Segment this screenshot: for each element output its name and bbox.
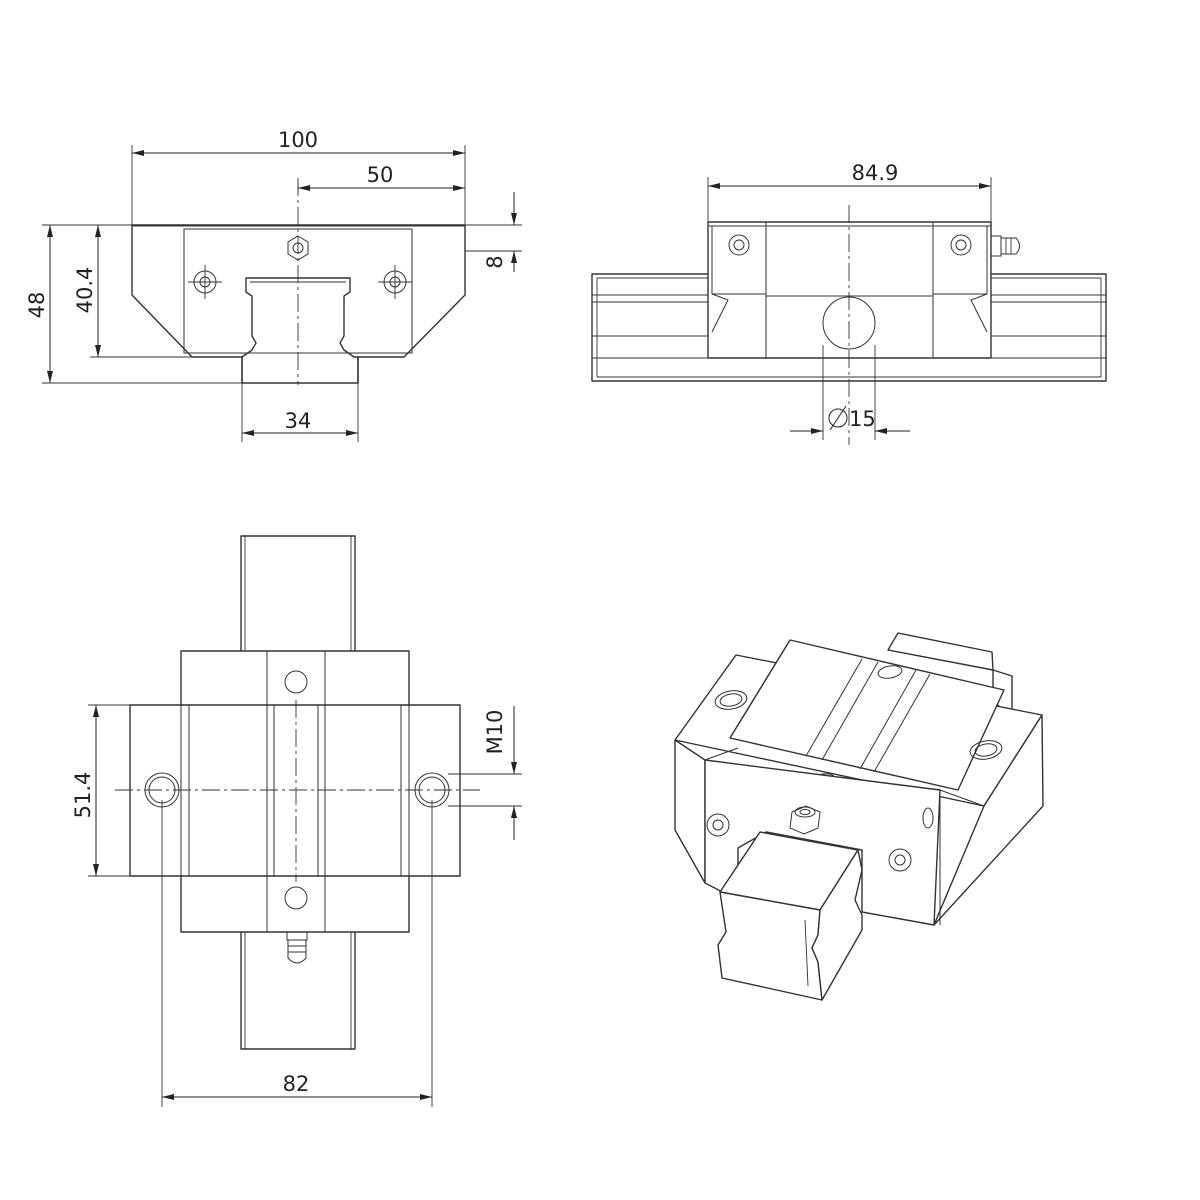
dim-top-bolt-spacing-x: 82 (283, 1072, 310, 1096)
dim-front-top-offset: 8 (483, 255, 507, 268)
dim-front-width: 100 (278, 128, 318, 152)
diameter-icon (828, 405, 848, 431)
front-screw-right-icon (378, 265, 412, 299)
side-screw-right-icon (950, 234, 972, 256)
dim-top-thread: M10 (483, 710, 507, 755)
dim-side-hole-diameter: 15 (849, 407, 876, 431)
front-view: 100 50 48 40.4 8 34 (25, 128, 522, 442)
front-screw-left-icon (188, 265, 222, 299)
side-screw-left-icon (728, 234, 750, 256)
top-flange (129, 704, 461, 877)
iso-rail-back (887, 632, 994, 671)
isometric-view (674, 632, 1044, 1001)
dim-side-length: 84.9 (852, 161, 899, 185)
dim-top-bolt-spacing-y: 51.4 (71, 772, 95, 819)
iso-grease-nipple-icon (789, 805, 821, 835)
side-grease-nipple-icon (990, 235, 1020, 257)
front-block-outline (131, 224, 466, 384)
top-hole-lower (284, 886, 308, 910)
top-grease-nipple-icon (286, 931, 308, 964)
dim-rail-width: 34 (285, 409, 312, 433)
top-hole-upper (284, 670, 308, 694)
dim-front-half-width: 50 (367, 163, 394, 187)
dim-front-height-block: 40.4 (73, 267, 97, 314)
front-end-plate (183, 228, 413, 354)
top-view: 51.4 M10 82 (71, 535, 522, 1107)
side-view: 84.9 15 (591, 161, 1107, 445)
iso-screw-left-icon (706, 813, 730, 837)
iso-screw-right-icon (888, 848, 912, 872)
front-rail-profile (241, 277, 359, 384)
dim-front-height-total: 48 (25, 292, 49, 319)
side-block (707, 221, 992, 359)
